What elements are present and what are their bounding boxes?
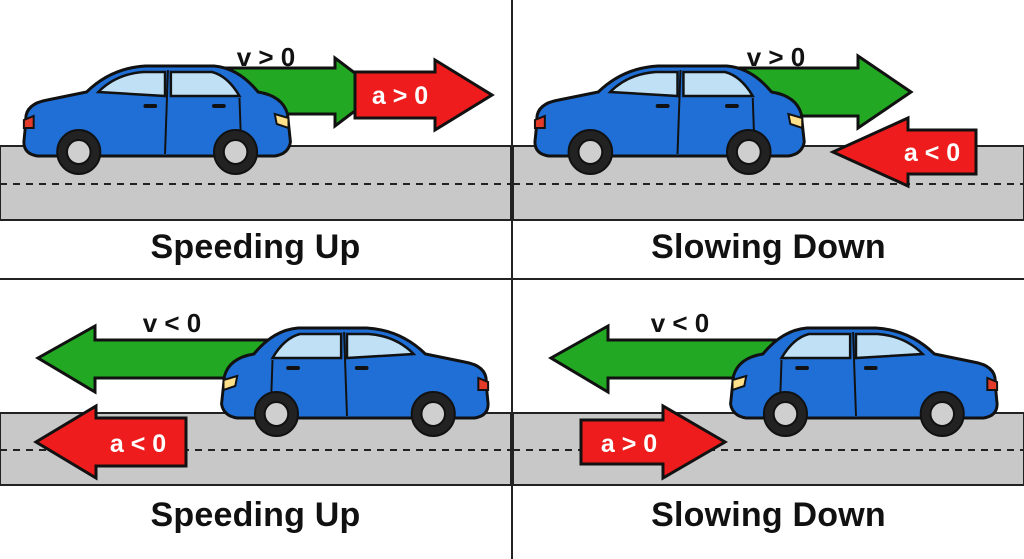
- panel-caption: Speeding Up: [150, 496, 361, 534]
- acceleration-label: a < 0: [110, 430, 166, 458]
- acceleration-label: a < 0: [904, 139, 960, 167]
- panel-slowing-down-negative: v < 0 a > 0 Slowing Down: [513, 280, 1024, 558]
- acceleration-arrow: [579, 403, 728, 481]
- panel-speeding-up-positive: v > 0 a > 0 Speeding Up: [0, 0, 511, 278]
- panel-slowing-down-positive: v > 0 a < 0 Slowing Down: [513, 0, 1024, 278]
- velocity-label: v < 0: [651, 308, 710, 338]
- panel-caption: Speeding Up: [150, 228, 361, 266]
- panel-caption: Slowing Down: [651, 496, 886, 534]
- acceleration-arrow: [33, 403, 188, 481]
- acceleration-label: a > 0: [372, 82, 428, 110]
- velocity-label: v > 0: [747, 42, 806, 72]
- velocity-label: v < 0: [143, 308, 202, 338]
- velocity-label: v > 0: [237, 42, 296, 72]
- acceleration-label: a > 0: [601, 430, 657, 458]
- panel-speeding-up-negative: v < 0 a < 0 Speeding Up: [0, 280, 511, 558]
- acceleration-arrow: [353, 57, 495, 133]
- acceleration-arrow: [829, 115, 978, 189]
- horizontal-divider: [0, 278, 1024, 280]
- panel-caption: Slowing Down: [651, 228, 886, 266]
